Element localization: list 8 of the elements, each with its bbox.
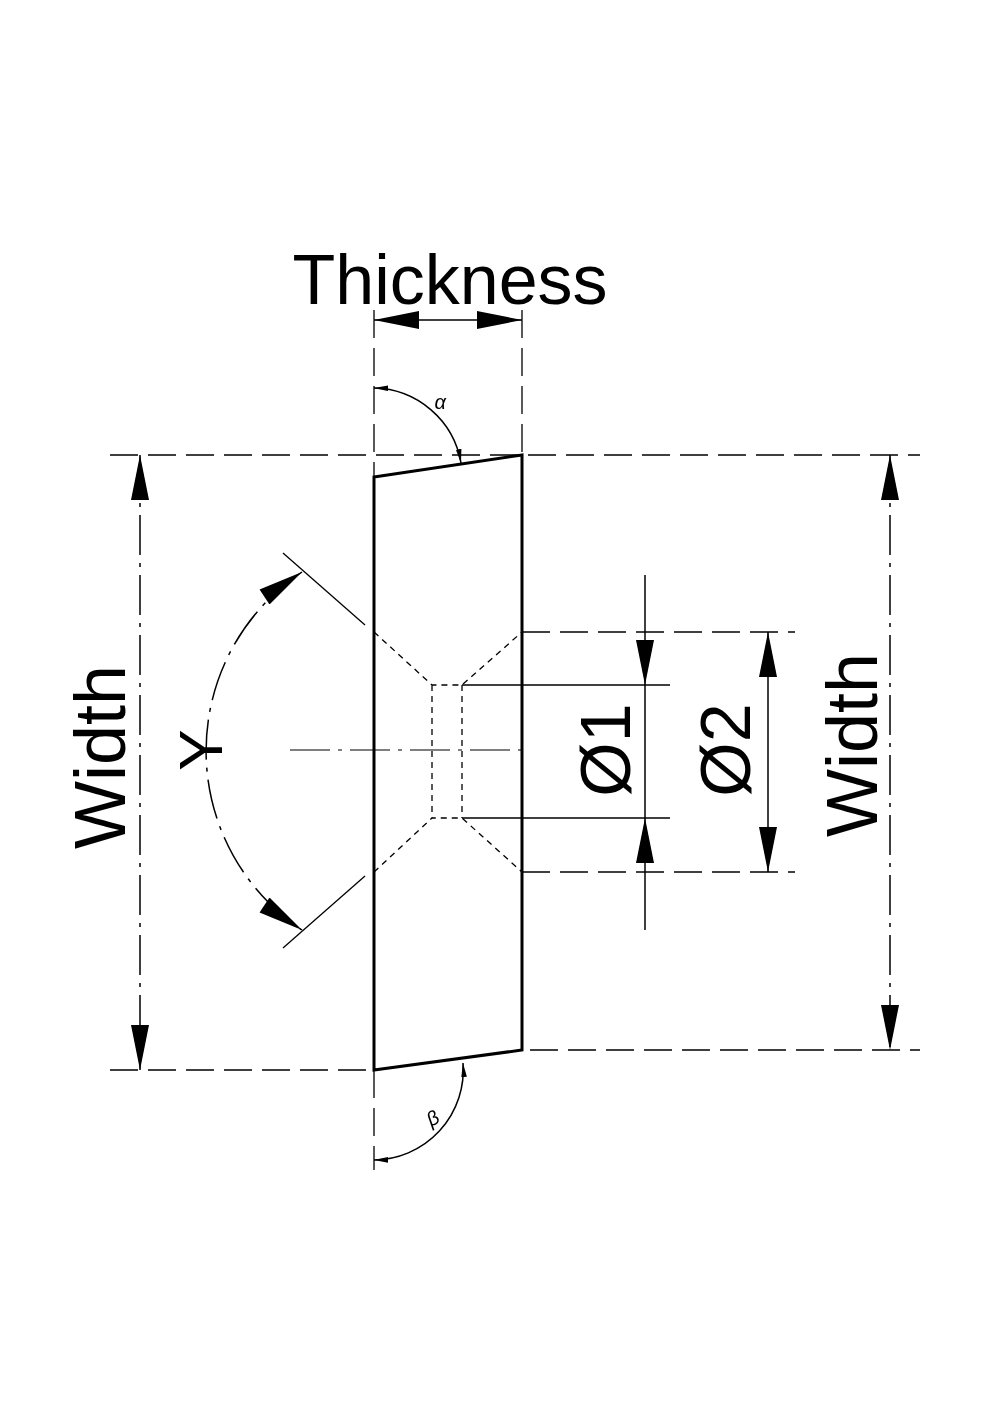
dimension-label: Ø1 <box>570 703 641 797</box>
angle-label: α <box>434 392 446 412</box>
angle-label: β <box>422 1106 443 1130</box>
dimension-label: Width <box>64 665 136 849</box>
dimension-label: Width <box>816 653 888 837</box>
dimension-label: Thickness <box>292 245 608 315</box>
angle-label: Y <box>169 729 232 771</box>
dimension-label: Ø2 <box>690 703 761 797</box>
